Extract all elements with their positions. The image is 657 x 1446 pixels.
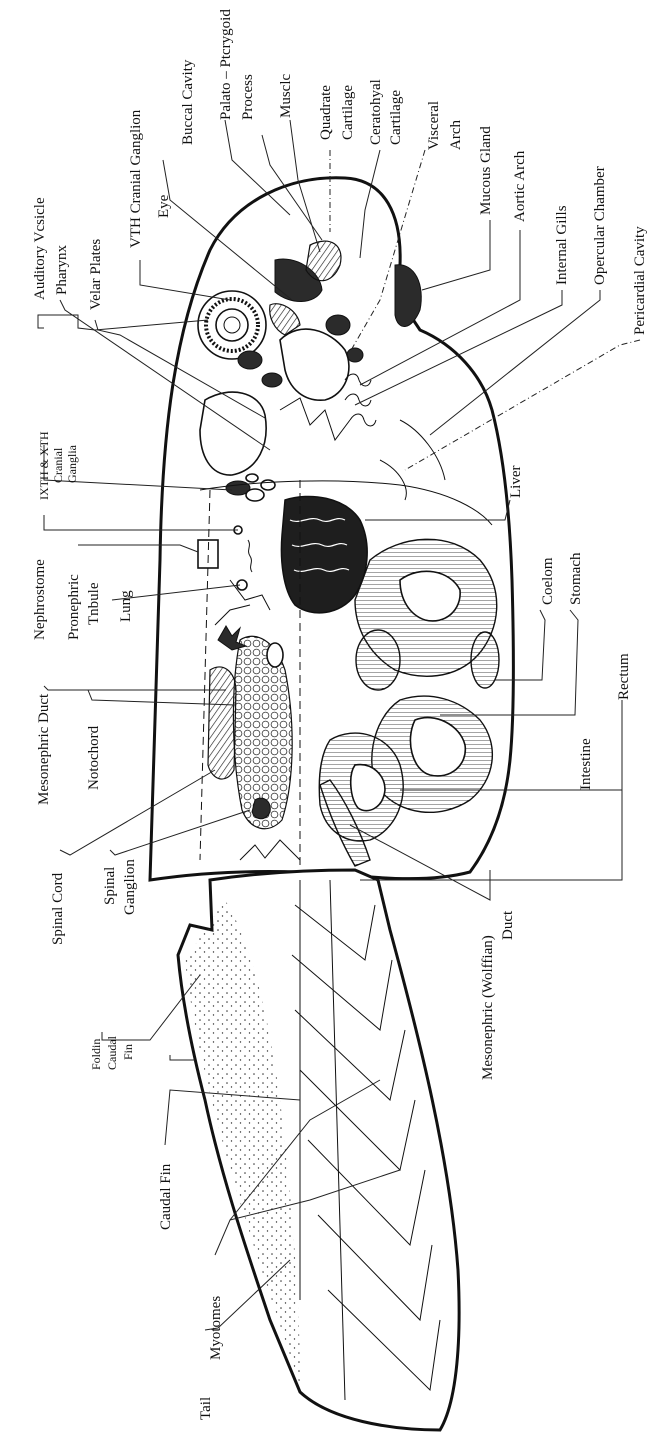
gut-loop-1	[356, 630, 400, 690]
label-palato-pterygoid-line1: Palato – Ptcrygoid	[218, 9, 234, 120]
label-pericardial-cavity: Pericardial Cavity	[632, 226, 648, 335]
vth-ganglion-blob	[238, 351, 262, 369]
label-foldin-caudal-fin-line3: Fin	[121, 1044, 135, 1060]
label-foldin-caudal-fin-line2: Caudal	[105, 1035, 119, 1070]
mucous-gland-blob	[395, 265, 421, 327]
label-tail: Tail	[198, 1397, 214, 1420]
label-wolffian-duct-line2: Duct	[500, 910, 516, 940]
label-pronephric-line2: Tnbule	[86, 582, 102, 625]
label-myotomes: Myotomes	[208, 1296, 224, 1360]
label-mucous-gland: Mucous Gland	[478, 126, 494, 215]
label-caudal-fin: Caudal Fin	[158, 1163, 174, 1230]
label-cranial-ganglia-line3: Ganglia	[65, 444, 79, 483]
label-coelom: Coelom	[540, 557, 556, 605]
label-spinal-ganglion-line1: Spinal	[102, 867, 118, 905]
label-palato-pterygoid-line2: Process	[240, 74, 256, 120]
label-opercular-chamber: Opercular Chamber	[592, 166, 608, 285]
label-aortic-arch: Aortic Arch	[512, 150, 528, 222]
label-pronephric-line1: Pronephric	[66, 574, 82, 640]
label-eye: Eye	[156, 194, 172, 218]
label-buccal-cavity: Buccal Cavity	[180, 59, 196, 145]
label-cranial-ganglia-line1: IXTH & XTH	[37, 431, 51, 500]
label-spinal-cord: Spinal Cord	[50, 872, 66, 945]
spinal-ganglion-drawing	[252, 798, 270, 819]
liver-drawing	[281, 496, 367, 612]
label-internal-gills: Internal Gills	[554, 205, 570, 285]
label-spinal-ganglion-line2: Ganglion	[122, 859, 138, 915]
label-intestine: Intestine	[578, 738, 594, 790]
label-ceratohyal-line1: Ceratohyal	[368, 79, 384, 145]
label-lung: Lung	[118, 590, 134, 622]
eye-drawing	[198, 291, 266, 359]
label-auditory-vesicle: Auditory Vcsicle	[32, 197, 48, 300]
spinal-cord-drawing	[208, 667, 236, 779]
label-mesonephric-duct: Mesonephric Duct	[36, 693, 52, 805]
label-notochord: Notochord	[86, 725, 102, 790]
label-visceral-line2: Arch	[448, 120, 464, 150]
tadpole-drawing	[150, 178, 513, 1430]
label-muscle: Musclc	[278, 74, 294, 119]
label-velar-plates: Velar Plates	[88, 239, 104, 310]
label-pharynx: Pharynx	[54, 245, 70, 295]
label-ceratohyal-line2: Cartilage	[388, 90, 404, 145]
label-foldin-caudal-fin-line1: Foldin	[89, 1039, 103, 1070]
gut-loop-2	[471, 632, 499, 688]
label-wolffian-duct-line1: Mesonephric (Wolffian)	[480, 935, 496, 1080]
label-nephrostome: Nephrostome	[32, 559, 48, 640]
label-stomach: Stomach	[568, 552, 584, 605]
label-liver: Liver	[508, 466, 524, 498]
label-visceral-line1: Visceral	[426, 101, 442, 150]
label-cranial-ganglia-line2: Cranial	[51, 447, 65, 483]
label-quadrate-line2: Cartilage	[340, 85, 356, 140]
label-quadrate-line1: Quadrate	[318, 85, 334, 140]
label-rectum: Rectum	[616, 653, 632, 700]
label-vth-cranial-ganglion: VTH Cranial Ganglion	[128, 109, 144, 248]
